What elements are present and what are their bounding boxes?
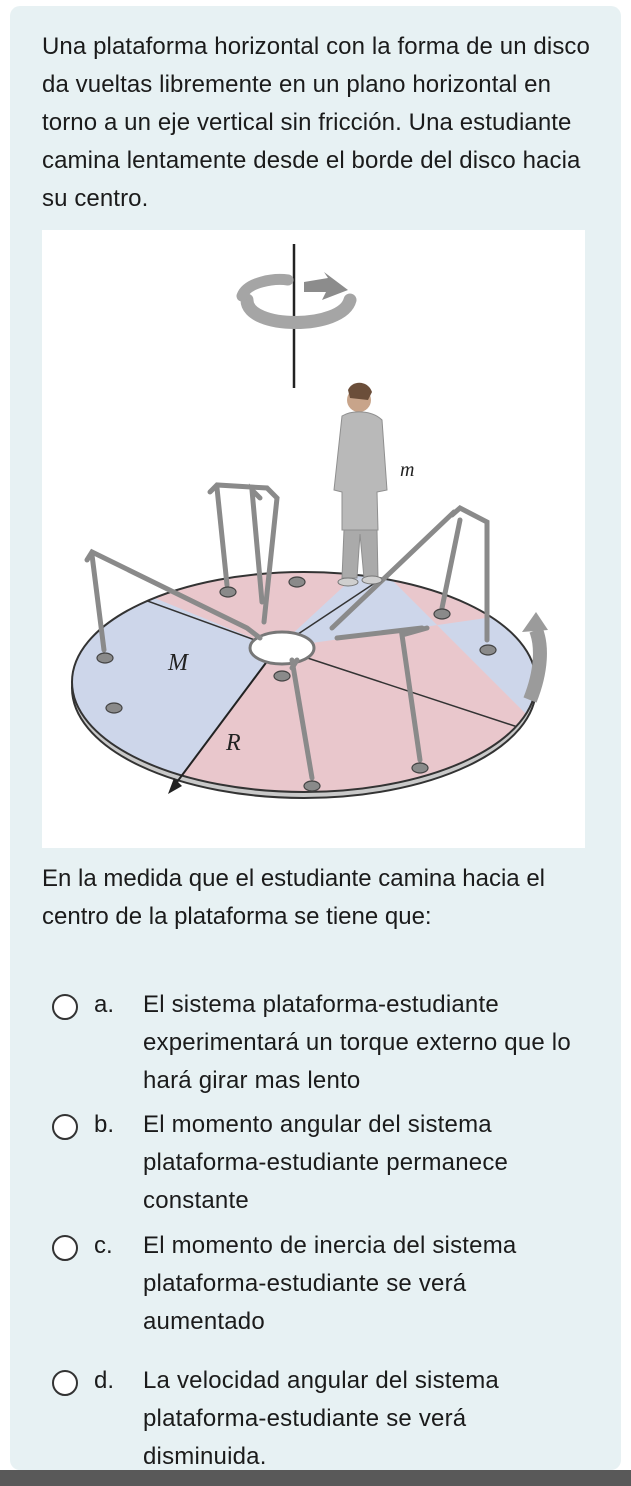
student-figure [333,382,388,587]
option-text: La velocidad angular del sistema platafo… [143,1367,499,1470]
radio-button[interactable] [52,1235,78,1261]
option-text: El momento angular del sistema plataform… [143,1111,509,1214]
rotation-arrow-icon [236,272,357,329]
bottom-bar [0,1470,631,1486]
option-text: El sistema plataforma-estudiante experim… [143,991,571,1094]
option-letter: b. [94,1111,115,1138]
label-m: m [400,459,414,481]
radio-button[interactable] [52,1370,78,1396]
question-text: Una plataforma horizontal con la forma d… [42,33,590,212]
merry-go-round-figure: m M R [42,230,585,848]
option-letter: d. [94,1367,115,1394]
radio-button[interactable] [52,994,78,1020]
option-letter: c. [94,1232,113,1259]
question-prompt: En la medida que el estudiante camina ha… [42,865,545,930]
option-letter: a. [94,991,115,1018]
radio-button[interactable] [52,1114,78,1140]
label-M: M [167,650,190,676]
rotation-direction-arrow-icon [522,612,548,703]
option-text: El momento de inercia del sistema plataf… [143,1232,517,1335]
label-R: R [225,730,241,756]
handle-bars [84,482,490,781]
